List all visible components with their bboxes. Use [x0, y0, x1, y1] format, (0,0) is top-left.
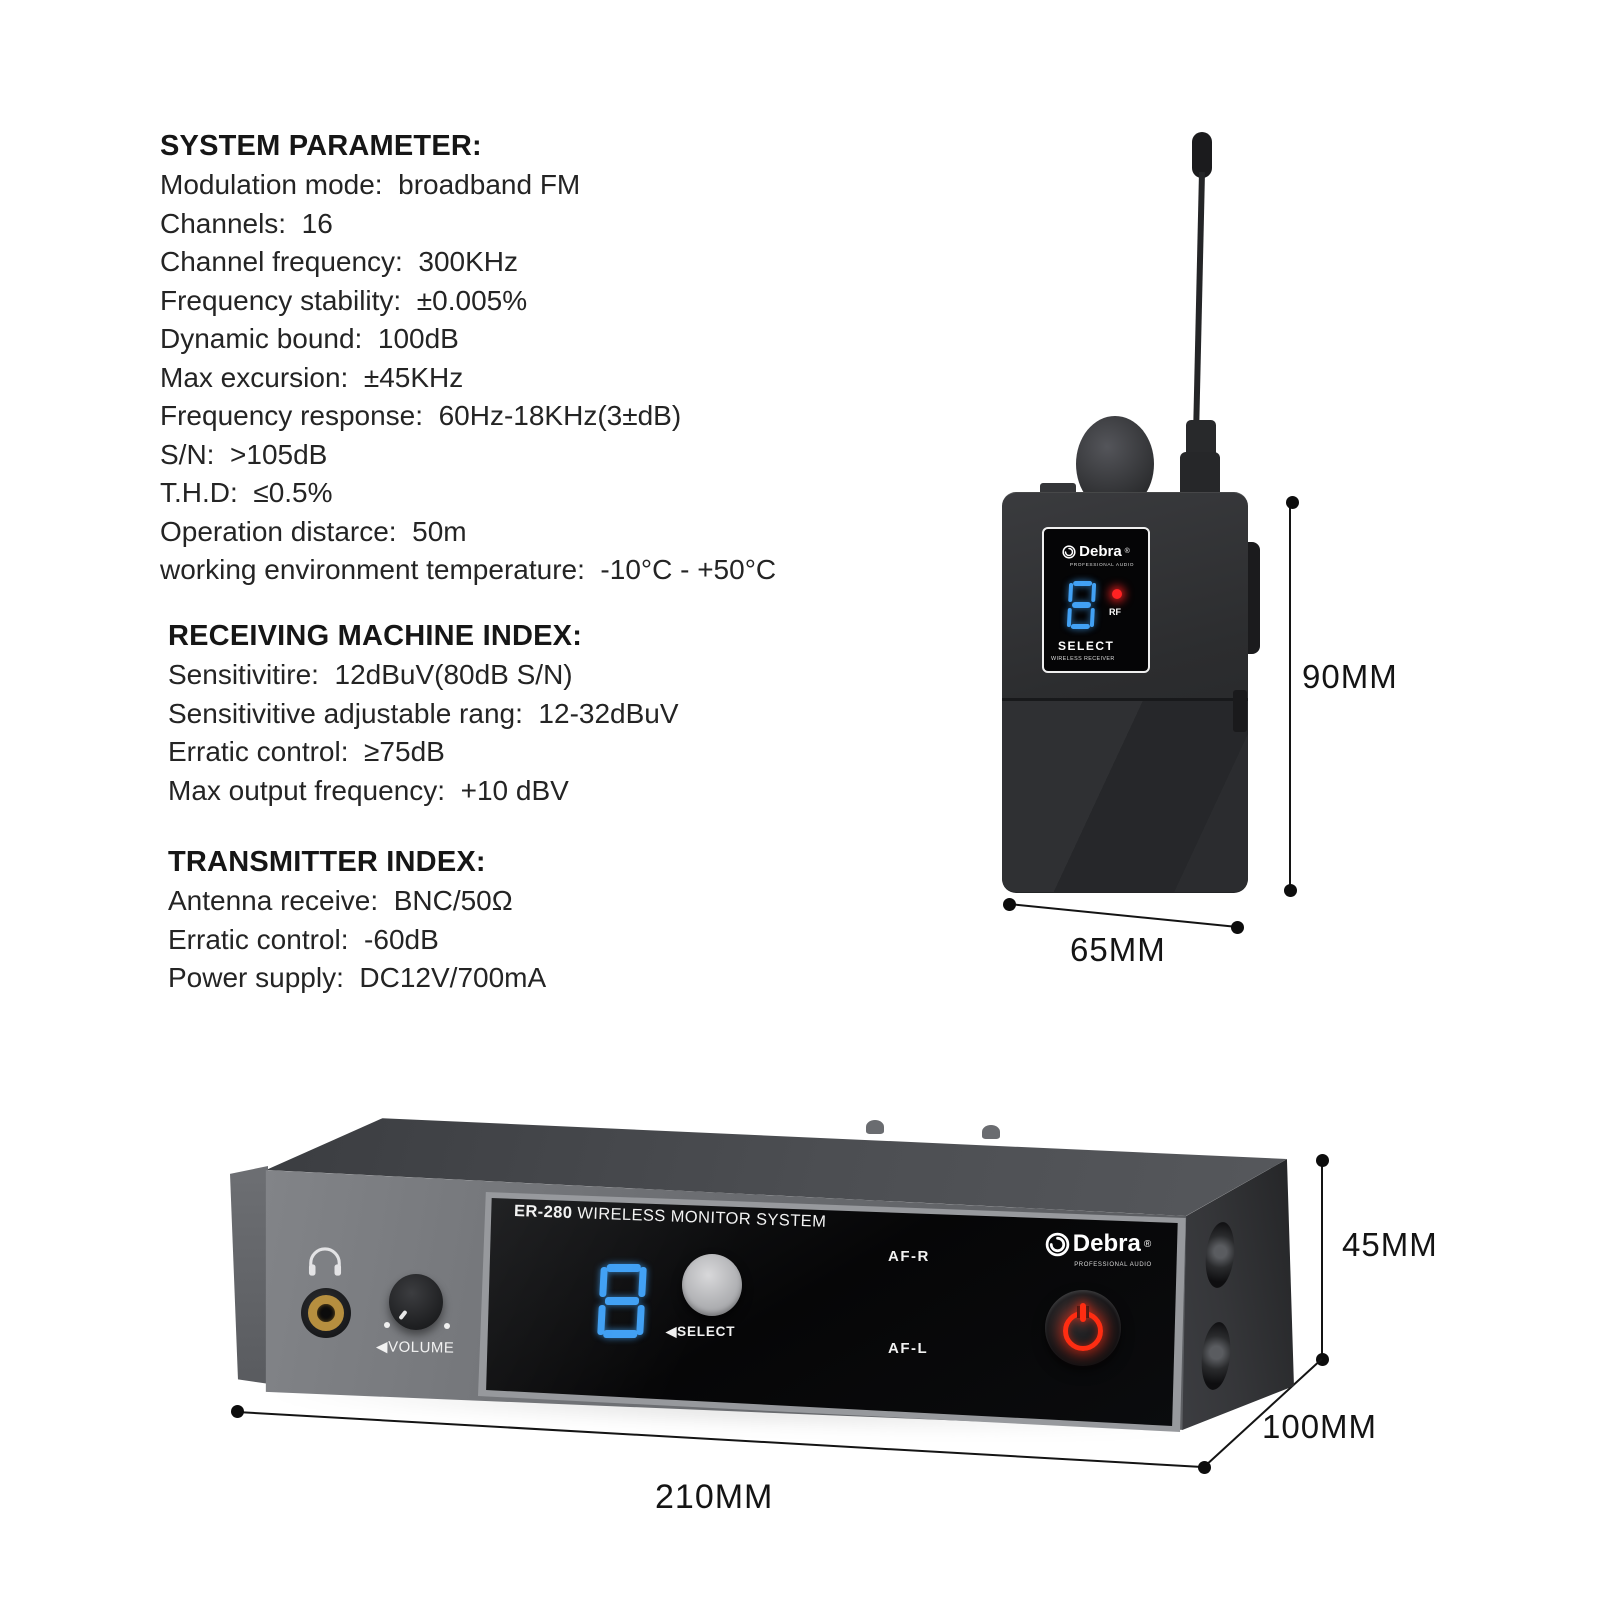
- bodypack-side-latch: [1233, 690, 1247, 732]
- spec-line: Max excursion: ±45KHz: [160, 361, 464, 393]
- volume-label: ◀VOLUME: [375, 1338, 455, 1357]
- debra-logo-icon: [1062, 544, 1076, 559]
- bodypack-type-label: WIRELESS RECEIVER: [1051, 656, 1115, 662]
- spec-line: Erratic control: ≥75dB: [168, 736, 445, 767]
- rack-antenna-stub-right: [982, 1125, 1000, 1139]
- af-r-label: AF-R: [888, 1248, 930, 1265]
- spec-line: Sensitivitire: 12dBuV(80dB S/N): [168, 659, 573, 690]
- rack-channel-digit: [597, 1264, 647, 1338]
- af-l-label: AF-L: [888, 1340, 929, 1357]
- rack-antenna-stub-left: [866, 1120, 884, 1134]
- spec-line: S/N: >105dB: [160, 438, 328, 470]
- volume-min-dot: [384, 1322, 390, 1328]
- registered-mark: ®: [1143, 1238, 1152, 1250]
- spec-line: Channels: 16: [160, 207, 333, 239]
- bodypack-display-panel: Debra ® PROFESSIONAL AUDIO RF SELECT WIR…: [1042, 527, 1150, 673]
- spec-line: T.H.D: ≤0.5%: [160, 477, 333, 508]
- dim-dot: [1286, 496, 1299, 509]
- spec-line: Max output frequency: +10 dBV: [168, 774, 569, 806]
- rack-model-number: ER-280: [513, 1202, 573, 1223]
- rack-select-button: [682, 1254, 742, 1316]
- volume-knob: [389, 1274, 443, 1330]
- registered-mark: ®: [1124, 548, 1130, 555]
- spec-line: Operation distarce: 50m: [160, 515, 467, 547]
- rack-left-flange: [230, 1166, 268, 1384]
- dim-dot: [231, 1405, 244, 1418]
- bodypack-brand-name: Debra: [1079, 543, 1122, 560]
- debra-logo-icon: [1045, 1232, 1070, 1256]
- spec-line: Antenna receive: BNC/50Ω: [168, 885, 513, 916]
- bodypack-seam: [1002, 698, 1248, 701]
- bodypack-width-label: 65MM: [1070, 931, 1166, 968]
- receiving-index-section: RECEIVING MACHINE INDEX: Sensitivitire: …: [168, 616, 679, 810]
- spec-line: Erratic control: -60dB: [168, 923, 439, 955]
- dim-line-90mm: [1289, 502, 1291, 890]
- power-button: [1045, 1290, 1121, 1366]
- dim-line-65mm: [1008, 903, 1239, 929]
- bodypack-brand-sub: PROFESSIONAL AUDIO: [1069, 563, 1135, 568]
- power-icon-stem: [1080, 1303, 1086, 1322]
- volume-knob-pointer: [398, 1309, 408, 1321]
- bodypack-battery-cover: [1002, 701, 1248, 892]
- rf-led: [1112, 589, 1122, 599]
- spec-line: Sensitivitive adjustable rang: 12-32dBuV: [168, 697, 679, 729]
- bodypack-brand-row: Debra ®: [1052, 543, 1140, 560]
- rack-brand-name: Debra: [1072, 1230, 1141, 1257]
- system-parameter-section: SYSTEM PARAMETER: Modulation mode: broad…: [160, 126, 776, 590]
- spec-line: Frequency response: 60Hz-18KHz(3±dB): [160, 400, 682, 431]
- spec-line: Power supply: DC12V/700mA: [168, 962, 547, 993]
- dim-dot: [1316, 1154, 1329, 1167]
- dim-dot: [1198, 1461, 1211, 1474]
- rf-label: RF: [1109, 607, 1121, 617]
- spec-line: Channel frequency: 300KHz: [160, 246, 518, 277]
- bodypack-select-label: SELECT: [1058, 639, 1115, 653]
- spec-line: Frequency stability: ±0.005%: [160, 284, 528, 316]
- headphone-icon: [308, 1247, 342, 1276]
- rack-height-label: 45MM: [1342, 1226, 1438, 1263]
- rack-brand-sub: PROFESSIONAL AUDIO: [1074, 1262, 1152, 1268]
- dim-dot: [1284, 884, 1297, 897]
- transmitter-index-section: TRANSMITTER INDEX: Antenna receive: BNC/…: [168, 842, 546, 998]
- bodypack-antenna-tip: [1192, 132, 1212, 178]
- dim-line-45mm: [1321, 1160, 1323, 1360]
- spec-line: Dynamic bound: 100dB: [160, 323, 459, 354]
- dim-dot: [1231, 921, 1244, 934]
- rack-select-label: ◀SELECT: [666, 1324, 736, 1339]
- spec-line: working environment temperature: -10°C -…: [160, 554, 777, 585]
- bodypack-antenna-shaft: [1192, 171, 1205, 456]
- receiving-index-title: RECEIVING MACHINE INDEX:: [168, 620, 583, 652]
- bodypack-height-label: 90MM: [1302, 658, 1398, 695]
- spec-line: Modulation mode: broadband FM: [160, 169, 581, 200]
- dim-dot: [1003, 898, 1016, 911]
- headphone-jack: [308, 1295, 344, 1331]
- system-parameter-title: SYSTEM PARAMETER:: [160, 130, 482, 162]
- bodypack-channel-digit: [1066, 581, 1097, 629]
- rack-width-label: 210MM: [655, 1478, 774, 1516]
- rack-brand-row: Debra ®: [1036, 1230, 1160, 1258]
- transmitter-index-title: TRANSMITTER INDEX:: [168, 846, 486, 878]
- volume-max-dot: [444, 1323, 450, 1329]
- rack-depth-label: 100MM: [1262, 1408, 1378, 1445]
